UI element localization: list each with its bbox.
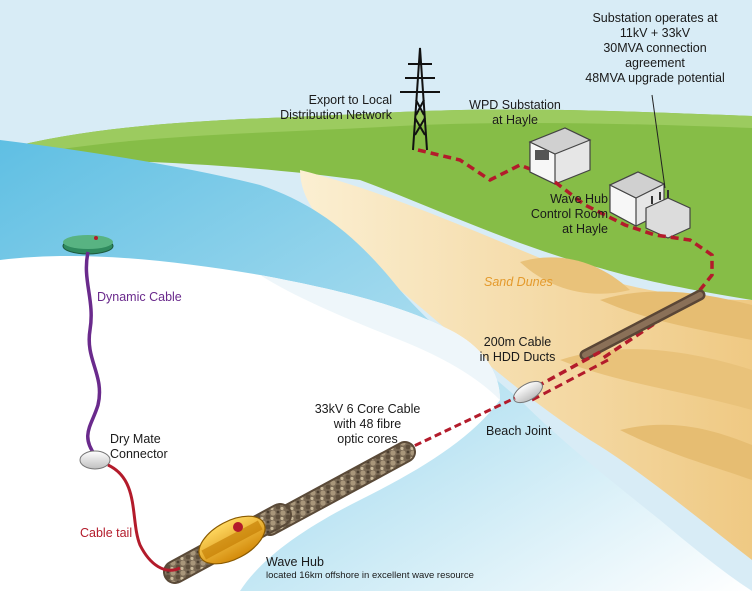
dry-mate-line: Connector [110, 447, 168, 461]
cable-tail-label: Cable tail [80, 526, 133, 540]
seabed-shade [260, 275, 500, 400]
substation-info-line: agreement [625, 56, 685, 70]
sand-beach [300, 170, 752, 560]
control-room-line: Control Room [530, 207, 608, 221]
hdd-cable-2 [531, 358, 609, 402]
core-cable-line: optic cores [337, 432, 398, 446]
export-network-label: Export to Local Distribution Network [262, 93, 392, 123]
dry-mate-line: Dry Mate [110, 432, 161, 446]
core-cable-label: 33kV 6 Core Cable with 48 fibre optic co… [305, 402, 430, 447]
grass-highlight [0, 109, 752, 160]
substation-info-label: Substation operates at 11kV + 33kV 30MVA… [565, 11, 745, 86]
substation-info-line: 48MVA upgrade potential [585, 71, 725, 85]
info-pointer [651, 94, 666, 189]
hdd-cable-label: 200m Cable in HDD Ducts [470, 335, 565, 365]
control-room-line: at Hayle [562, 222, 608, 236]
wave-hub-sublabel: located 16km offshore in excellent wave … [266, 570, 474, 581]
hdd-line: in HDD Ducts [479, 350, 556, 364]
core-cable-line: with 48 fibre [333, 417, 402, 431]
network-export-line [417, 148, 546, 183]
control-room-building [608, 171, 691, 239]
dry-mate-connector [79, 450, 111, 470]
substation-info-line: 11kV + 33kV [619, 26, 691, 40]
export-cable-sea [394, 396, 516, 457]
export-line: Export to Local [308, 93, 392, 107]
wpd-substation-label: WPD Substation at Hayle [465, 98, 565, 128]
wpd-line: WPD Substation [469, 98, 561, 112]
substation-info-line: Substation operates at [592, 11, 718, 25]
core-cable-line: 33kV 6 Core Cable [314, 402, 421, 416]
cable-tail [107, 463, 181, 572]
dune-ridge-2 [600, 291, 752, 340]
seabed [0, 255, 500, 591]
hdd-duct [579, 289, 706, 361]
sand-dunes-label: Sand Dunes [484, 275, 553, 289]
export-line: Distribution Network [280, 108, 392, 122]
control-room-label: Wave Hub Control Room at Hayle [500, 192, 608, 237]
dune-ridge-1 [520, 257, 630, 294]
wpd-line: at Hayle [492, 113, 538, 127]
substation-info-line: 30MVA connection [603, 41, 707, 55]
beach-joint-label: Beach Joint [486, 424, 552, 438]
dynamic-cable-label: Dynamic Cable [97, 290, 182, 304]
wave-hub-label: Wave Hub [266, 555, 324, 569]
buoy [62, 235, 114, 255]
dry-mate-label: Dry Mate Connector [110, 432, 168, 462]
beach-joint-marker [513, 380, 543, 404]
dune-ridge-3 [560, 349, 752, 410]
dune-ridge-4 [620, 424, 752, 480]
dynamic-cable [84, 251, 102, 457]
hdd-line: 200m Cable [483, 335, 552, 349]
electricity-pylon [400, 47, 440, 151]
wave-hub-unit [163, 503, 292, 584]
control-room-line: Wave Hub [550, 192, 608, 206]
